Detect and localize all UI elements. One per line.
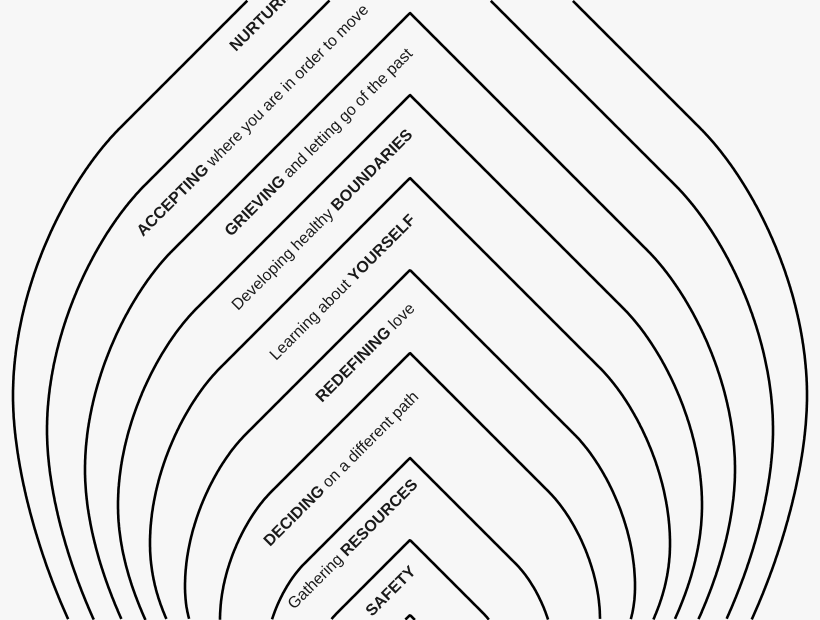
label-keyword: YOURSELF — [345, 211, 419, 285]
layer-outline-3 — [83, 11, 737, 620]
layer-outlines — [11, 0, 809, 620]
label-keyword: SAFETY — [363, 563, 420, 620]
label-phrase: Gathering — [285, 548, 350, 613]
layer-label-4: Developing healthy BOUNDARIES — [229, 126, 417, 314]
layer-label-9: SAFETY — [363, 563, 420, 620]
label-phrase: love — [383, 300, 419, 336]
layer-label-5: Learning about YOURSELF — [267, 211, 419, 363]
layer-outline-5 — [148, 176, 672, 620]
label-phrase: where you are in order to move — [200, 1, 372, 173]
layer-outline-7 — [218, 351, 602, 620]
label-keyword: BOUNDARIES — [328, 126, 416, 214]
label-keyword: ACCEPTING — [134, 161, 213, 240]
layer-outline-2 — [45, 0, 775, 620]
label-phrase: Learning about — [267, 273, 358, 364]
layer-outline-6 — [183, 269, 637, 620]
label-keyword: GRIEVING — [222, 172, 289, 239]
layer-outline-10 — [404, 614, 416, 620]
layer-outline-9 — [330, 539, 490, 620]
layer-outline-1 — [11, 0, 809, 620]
layer-outline-4 — [116, 93, 704, 620]
layer-outline-8 — [270, 456, 550, 620]
label-keyword: REDEFINING — [313, 324, 395, 406]
